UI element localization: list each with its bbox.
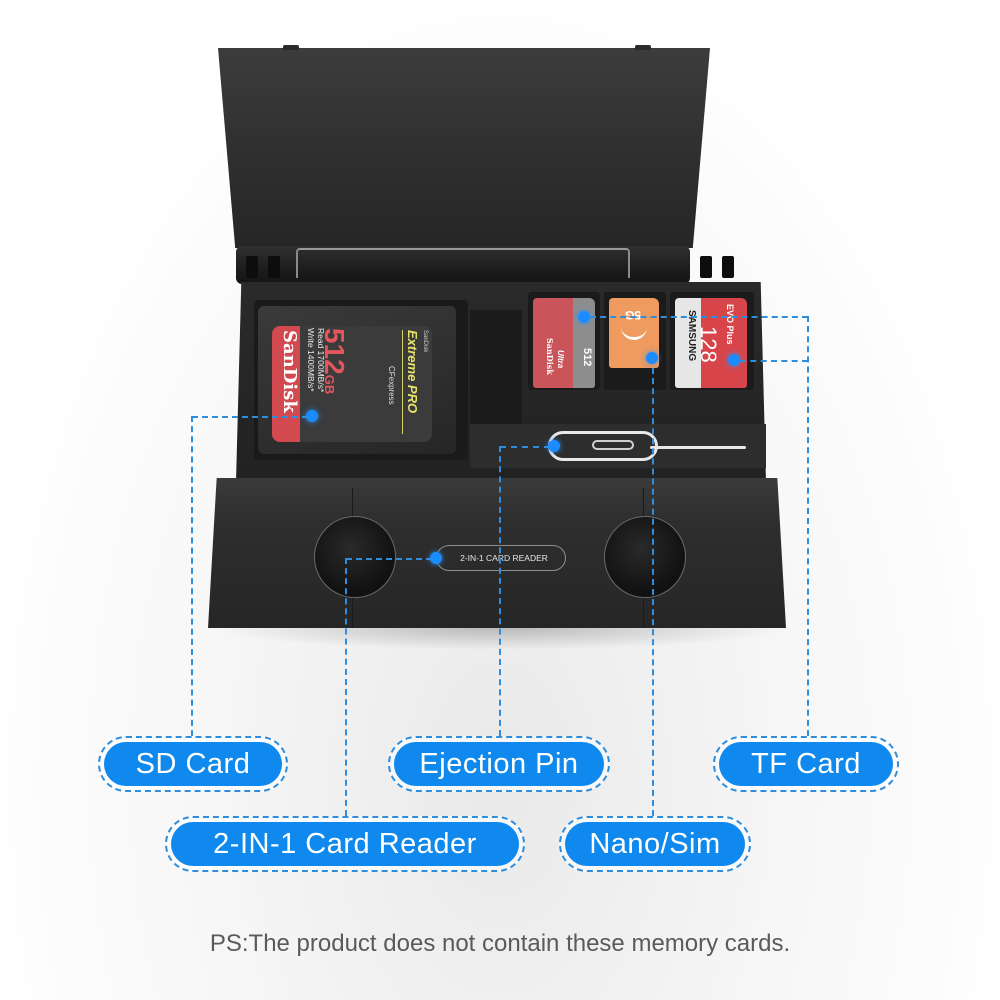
- tf-card-marker-1: [578, 311, 590, 323]
- card-reader-leader-v: [345, 558, 347, 816]
- tf-card-leader-v: [807, 316, 809, 736]
- case-hinge: [236, 246, 690, 284]
- hinge-slot: [246, 256, 258, 278]
- microsd-sandisk-capacity: 512: [581, 348, 593, 367]
- hinge-slot: [268, 256, 280, 278]
- microsd-white-band: [675, 298, 701, 388]
- tf-card-leader-h1: [590, 316, 808, 318]
- card-reader-label-text: 2-IN-1 Card Reader: [171, 822, 519, 866]
- tf-card-label-text: TF Card: [719, 742, 893, 786]
- ejection-pin-stem: [650, 446, 746, 449]
- sd-card-brand: SanDisk: [279, 330, 300, 413]
- sd-card-line: Extreme PRO: [405, 330, 420, 414]
- ejection-pin-marker: [548, 440, 560, 452]
- microsd-samsung: SAMSUNG 128 EVO Plus: [675, 298, 747, 388]
- card-reader-badge: 2-IN-1 CARD READER: [436, 545, 566, 571]
- card-reader-front: [208, 478, 786, 628]
- disclaimer-note: PS:The product does not contain these me…: [209, 930, 791, 957]
- ejection-pin-callout: Ejection Pin: [388, 736, 610, 792]
- ejection-pin-leader-h: [500, 446, 550, 448]
- hinge-slot: [700, 256, 712, 278]
- nano-sim-leader-v: [652, 358, 654, 816]
- sd-card-leader-v: [191, 416, 193, 736]
- lid-tab-left: [283, 45, 299, 50]
- sd-card-divider: [402, 330, 403, 434]
- tf-card-leader-h2: [740, 360, 808, 362]
- card-reader-marker: [430, 552, 442, 564]
- card-reader-callout: 2-IN-1 Card Reader: [165, 816, 525, 872]
- hinge-slot: [722, 256, 734, 278]
- case-lid: [218, 48, 710, 248]
- tray-divider-block: [470, 310, 522, 440]
- port-hole-left: [314, 516, 396, 598]
- sd-card-label-text: SD Card: [104, 742, 282, 786]
- sd-card-red-band: [272, 326, 300, 442]
- ejection-pin-label-text: Ejection Pin: [394, 742, 604, 786]
- microsd-samsung-line: EVO Plus: [725, 304, 735, 345]
- ejection-pin-inner: [592, 440, 634, 450]
- port-hole-right: [604, 516, 686, 598]
- tf-card-marker-2: [728, 354, 740, 366]
- sd-card-speeds: Read 1700MB/s*Write 1400MB/s*: [306, 328, 326, 393]
- sd-card-callout: SD Card: [98, 736, 288, 792]
- hinge-bar: [296, 248, 630, 278]
- ejection-pin-leader-v: [499, 446, 501, 736]
- sd-card-brand-small: SanDisk: [422, 330, 428, 353]
- sim-5g-label: 5G: [625, 308, 642, 322]
- microsd-sandisk-line: Ultra: [556, 350, 565, 369]
- sd-card-label: SanDisk 512GB Read 1700MB/s*Write 1400MB…: [272, 326, 432, 442]
- lid-tab-right: [635, 45, 651, 50]
- sd-card-leader-h: [192, 416, 308, 418]
- sd-card-format: CFexpress: [387, 366, 396, 405]
- card-reader-leader-h: [346, 558, 432, 560]
- signal-icon: [621, 326, 647, 340]
- microsd-samsung-capacity: 128: [696, 326, 721, 363]
- tf-card-callout: TF Card: [713, 736, 899, 792]
- microsd-sandisk-brand: SanDisk: [545, 338, 555, 375]
- nano-sim-label-text: Nano/Sim: [565, 822, 745, 866]
- sd-card-marker: [306, 410, 318, 422]
- nano-sim-callout: Nano/Sim: [559, 816, 751, 872]
